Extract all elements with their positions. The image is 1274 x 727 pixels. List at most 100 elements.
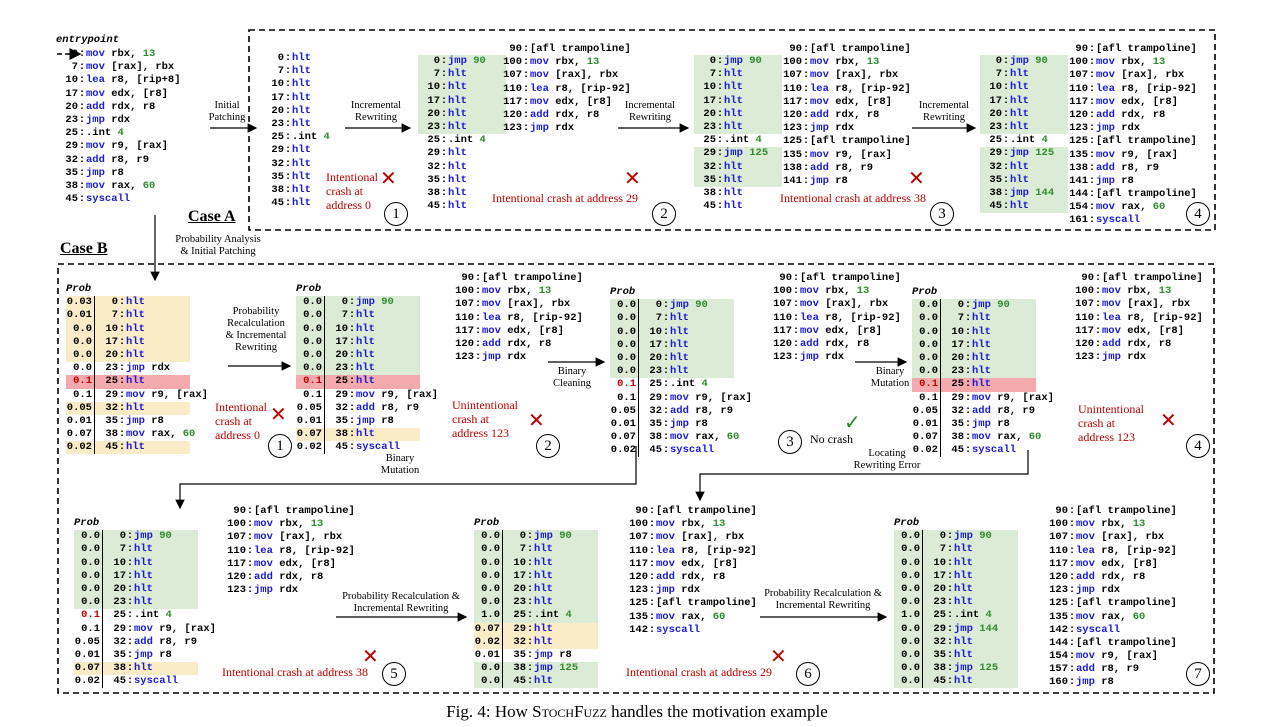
address: 7	[71, 61, 78, 74]
address: 45	[427, 200, 440, 213]
instruction: hlt	[126, 348, 145, 361]
code-line: 100:mov rbx, 13	[224, 518, 361, 531]
entrypoint-label: entrypoint	[56, 34, 120, 46]
prob-divider	[94, 428, 95, 442]
prob-header: Prob	[912, 286, 938, 298]
address: 161	[1069, 214, 1088, 227]
address: 0	[957, 299, 964, 312]
probability-value: 0.0	[303, 348, 322, 361]
address: 45	[335, 441, 348, 454]
probability-value: 0.0	[81, 596, 100, 609]
instruction: hlt	[292, 117, 311, 130]
instruction: mov r9, [rax]	[670, 391, 752, 404]
prob-divider	[102, 543, 103, 557]
probability-value: 0.0	[81, 569, 100, 582]
address: 110	[503, 82, 522, 95]
address: 120	[629, 570, 648, 583]
code-line: 7:mov [rax], rbx	[56, 61, 181, 74]
code-line: 29:hlt	[418, 147, 506, 160]
address: 25	[65, 127, 78, 140]
address: 35	[933, 648, 946, 661]
instruction: .int 4	[954, 609, 992, 622]
probability-value: 0.0	[303, 309, 322, 322]
instruction: jmp rdx	[800, 351, 845, 364]
code-line: 154:mov rax, 60	[1066, 201, 1203, 214]
probability-value: 0.0	[303, 362, 322, 375]
address: 38	[271, 183, 284, 196]
address: 29	[951, 391, 964, 404]
instruction: jmp 90	[724, 55, 762, 67]
instruction: hlt	[670, 338, 689, 351]
instruction: hlt	[448, 68, 467, 81]
code-line: 120:add rdx, r8	[1046, 571, 1183, 584]
probability-value: 0.05	[74, 635, 100, 648]
instruction: mov rbx, 13	[810, 56, 880, 69]
label-prob-recalc-inc-1: Probability Recalculation & Incremental …	[342, 591, 460, 614]
address: 25	[513, 609, 526, 622]
instruction: add rdx, r8	[656, 570, 726, 583]
instruction: add r8, r9	[670, 404, 734, 417]
instruction: hlt	[448, 173, 467, 186]
address: 135	[783, 148, 802, 161]
address: 25	[105, 375, 118, 388]
address: 90	[1055, 505, 1068, 517]
address: 32	[271, 157, 284, 170]
probability-value: 0.0	[481, 662, 500, 675]
prob-divider	[102, 622, 103, 636]
prob-divider	[94, 388, 95, 402]
prob-divider	[922, 596, 923, 610]
prob-divider	[502, 543, 503, 557]
instruction: add rdx, r8	[800, 337, 870, 350]
address: 100	[227, 518, 246, 531]
prob-divider	[638, 378, 639, 392]
code-line: 29:jmp 125	[980, 147, 1068, 161]
code-line: 123:jmp rdx	[1066, 122, 1203, 135]
instruction: hlt	[534, 543, 553, 556]
step-circle-b2: 2	[536, 434, 560, 458]
label-binary-mutation-1: Binary Mutation	[870, 366, 910, 389]
instruction: syscall	[1096, 214, 1141, 227]
instruction: hlt	[126, 375, 145, 388]
code-line: 29:mov r9, [rax]	[56, 140, 181, 153]
instruction: jmp 90	[534, 530, 572, 543]
crash-note-b6: Intentional crash at address 29	[626, 665, 772, 679]
address: 154	[1049, 650, 1068, 663]
code-line: 100:mov rbx, 13	[500, 56, 637, 69]
instruction: .int 4	[1010, 134, 1048, 147]
instruction: mov r9, [rax]	[1076, 650, 1158, 663]
instruction: add r8, r9	[1076, 663, 1140, 676]
instruction: hlt	[448, 186, 467, 199]
code-line: 141:jmp r8	[780, 175, 917, 188]
probability-value: 0.0	[901, 675, 920, 688]
instruction: hlt	[292, 157, 311, 170]
address: 142	[1049, 623, 1068, 636]
address: 120	[455, 337, 474, 350]
code-line: 23:jmp rdx	[56, 114, 181, 127]
instruction: hlt	[292, 170, 311, 183]
address: 29	[427, 147, 440, 160]
prob-divider	[940, 338, 941, 352]
prob-header: Prob	[474, 517, 500, 529]
prob-divider	[922, 543, 923, 557]
code-line: 107:mov [rax], rbx	[1066, 69, 1203, 82]
instruction: [afl trampoline]	[810, 135, 911, 148]
code-line: 123:jmp rdx	[770, 351, 907, 364]
code-line: 110:lea r8, [rip-92]	[500, 83, 637, 96]
code-line: 125:[afl trampoline]	[1046, 597, 1183, 610]
prob-divider	[94, 401, 95, 415]
